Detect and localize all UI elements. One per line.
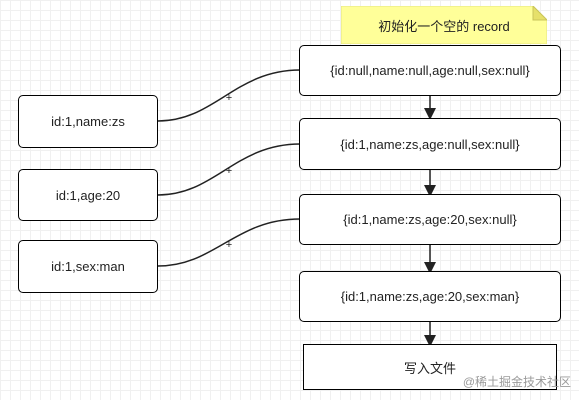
plus-label-2: + [226,165,232,177]
note-text: 初始化一个空的 record [378,18,510,34]
watermark-text: @稀土掘金技术社区 [462,375,571,389]
write-file-box: 写入文件 [303,344,557,390]
write-file-label: 写入文件 [403,360,456,376]
input-box-name: id:1,name:zs [18,95,158,148]
input-box-sex-label: id:1,sex:man [51,259,125,274]
record-state-empty: {id:null,name:null,age:null,sex:null} [299,45,561,96]
input-box-age-label: id:1,age:20 [55,187,121,203]
note-shape [341,6,547,44]
input-box-age: id:1,age:20 [18,169,158,221]
merge-curve-1 [157,69,301,122]
plus-label-1: + [226,92,232,104]
record-state-age-label: {id:1,name:zs,age:20,sex:null} [343,212,517,227]
plus-label-3: + [226,239,232,251]
merge-curve-3 [157,218,301,267]
input-box-name-label: id:1,name:zs [51,114,125,129]
record-state-age: {id:1,name:zs,age:20,sex:null} [299,194,561,245]
merge-curve-2 [157,143,301,196]
init-record-note: 初始化一个空的 record [341,6,547,44]
record-state-empty-label: {id:null,name:null,age:null,sex:null} [330,63,530,78]
watermark: @稀土掘金技术社区 [463,373,571,390]
record-state-name-label: {id:1,name:zs,age:null,sex:null} [340,136,520,152]
record-state-name: {id:1,name:zs,age:null,sex:null} [299,118,561,170]
record-state-sex: {id:1,name:zs,age:20,sex:man} [299,271,561,322]
record-state-sex-label: {id:1,name:zs,age:20,sex:man} [340,289,520,304]
input-box-sex: id:1,sex:man [18,240,158,293]
